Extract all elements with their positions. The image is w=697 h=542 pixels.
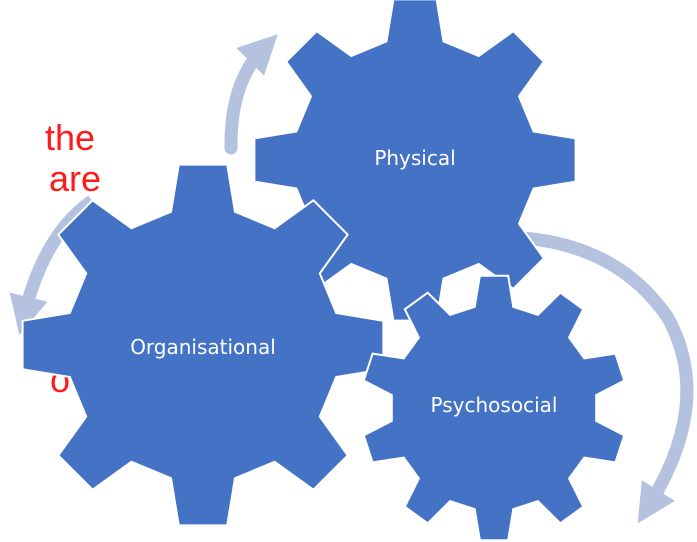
organisational-gear-icon <box>21 163 385 527</box>
text-fragment-are: are <box>49 158 102 199</box>
cycle-arrow-left <box>9 195 96 335</box>
psychosocial-gear-label: Psychosocial <box>431 393 558 417</box>
organisational-gear-label: Organisational <box>130 335 276 359</box>
physical-gear-label: Physical <box>374 146 455 170</box>
psychosocial-gear-icon <box>362 274 626 542</box>
text-fragment-the: the <box>45 117 96 158</box>
cycle-arrow-top <box>224 34 278 155</box>
cycle-arrow-right <box>516 231 694 524</box>
